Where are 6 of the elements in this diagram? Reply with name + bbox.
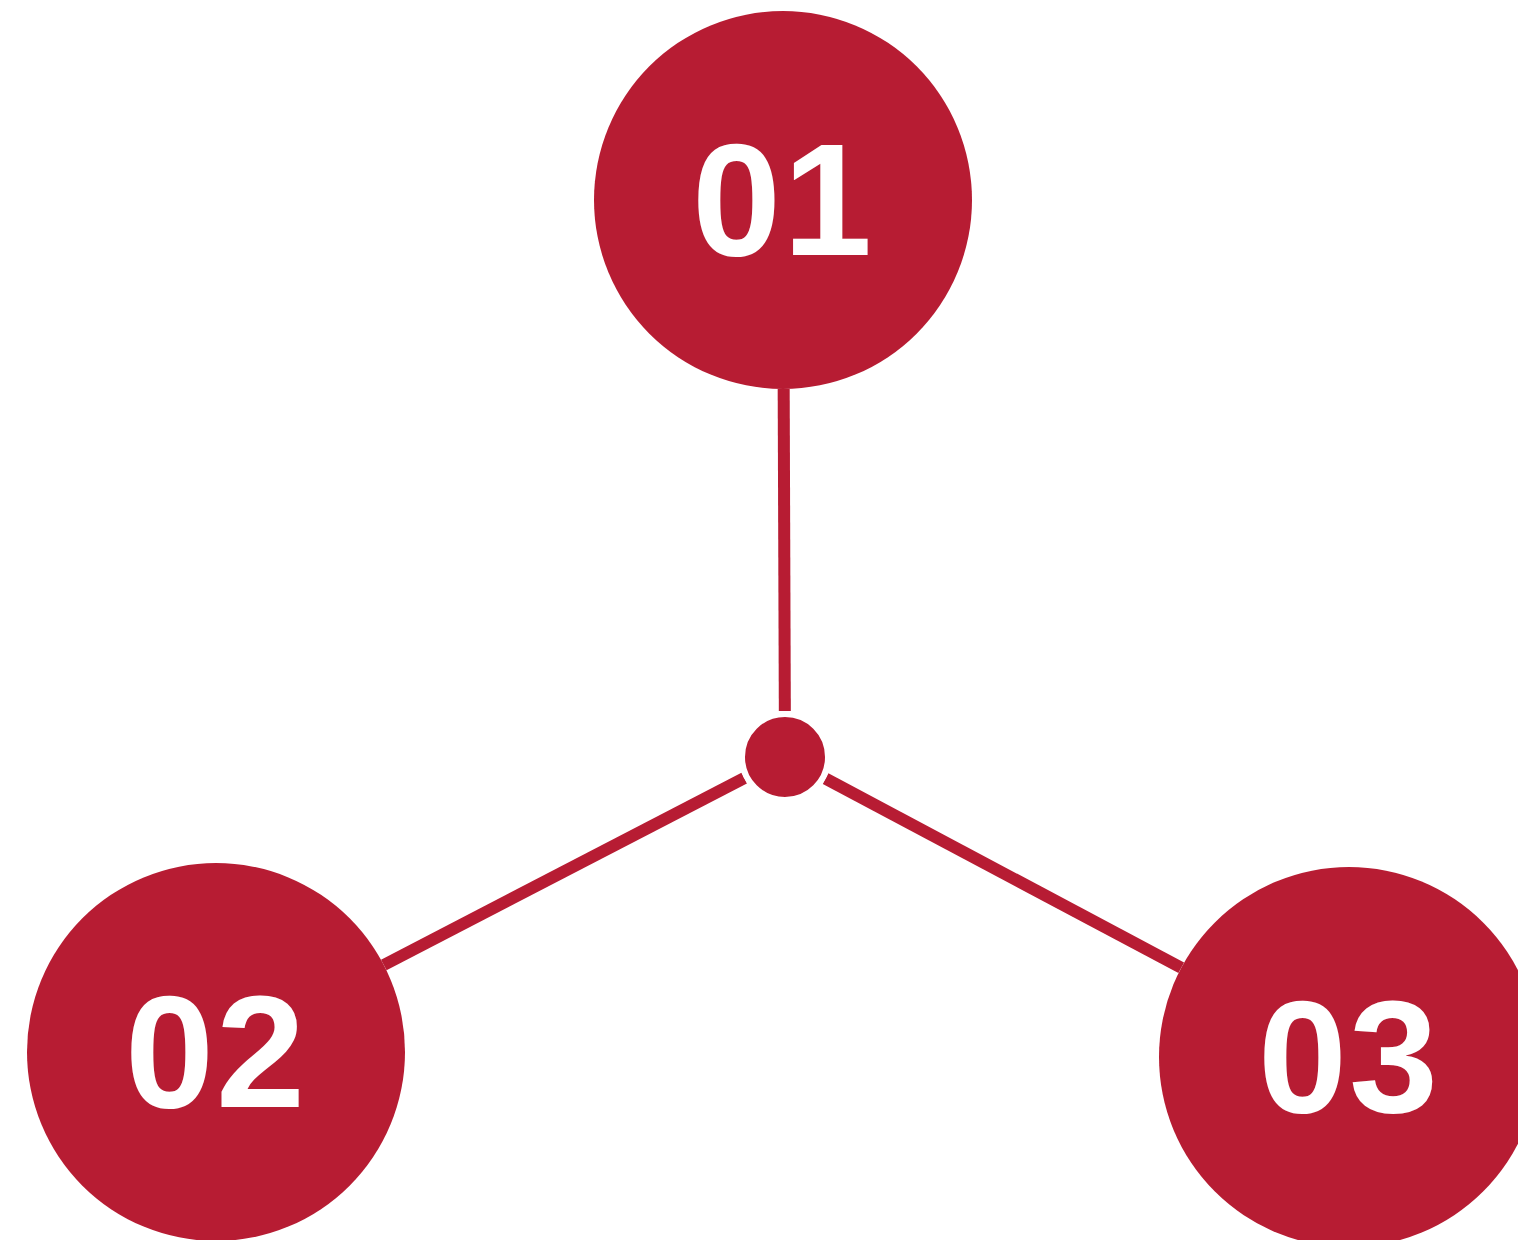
step-number: 03 (1258, 977, 1440, 1137)
connector-line (381, 772, 747, 971)
step-number: 02 (125, 972, 307, 1132)
step-number: 01 (692, 120, 874, 280)
connector-line (777, 389, 791, 712)
connector-line (822, 773, 1185, 974)
